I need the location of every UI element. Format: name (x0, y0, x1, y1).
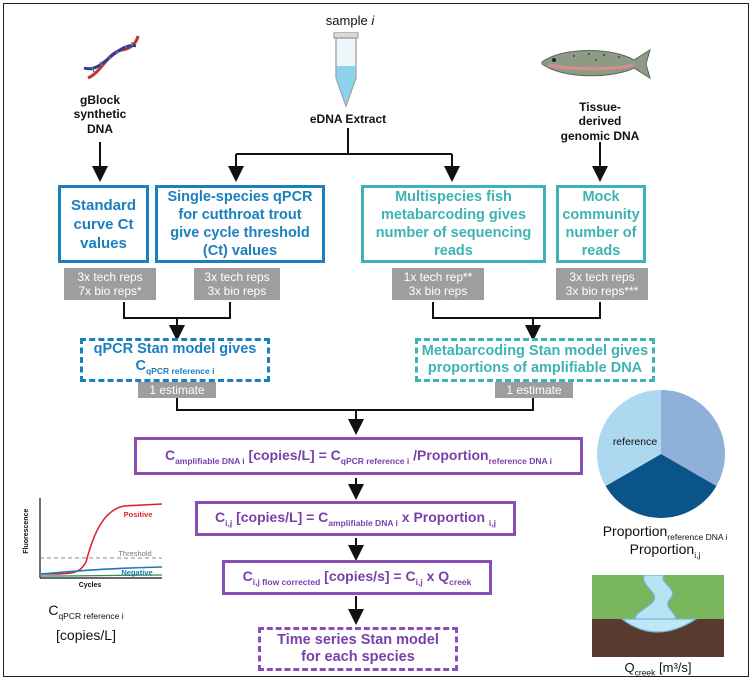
plot-negative-label: Negative (121, 568, 153, 577)
pie-caption-species: Proportioni,j (629, 541, 701, 560)
qpcr-box: Single-species qPCR for cutthroat trout … (155, 185, 325, 263)
tissue-label: Tissue- derived genomic DNA (560, 100, 640, 143)
creek-icon (592, 575, 724, 657)
pie-slice-right (661, 390, 725, 486)
equation-flow-box: Ci,j flow corrected [copies/s] = Ci,j x … (222, 560, 492, 595)
dna-helix-icon (83, 35, 140, 80)
plot-xlabel: Cycles (78, 582, 102, 589)
qpcr-stan-model-box: qPCR Stan model gives CqPCR reference i (80, 338, 270, 382)
edna-split (236, 128, 452, 155)
pie-slice-reference (597, 390, 661, 486)
mock-community-box: Mock community number of reads (556, 185, 646, 263)
reps-metabarcoding: 1x tech rep**3x bio reps (392, 268, 484, 300)
trout-icon (541, 48, 651, 80)
plot-threshold-label: Threshold (118, 549, 152, 558)
qpcr-model-title: qPCR Stan model gives (93, 340, 257, 357)
pie-slice-bottom (605, 454, 717, 518)
merge-right (432, 302, 601, 319)
gblock-label: gBlock synthetic DNA (73, 93, 127, 136)
pie-caption-reference: Proportionreference DNA i (602, 523, 728, 542)
plot-caption-units: [copies/L] (56, 627, 116, 643)
plot-positive-label: Positive (123, 510, 153, 519)
equation-amplifiable-box: Camplifiable DNA i [copies/L] = CqPCR re… (134, 437, 583, 475)
pie-reference-label: reference (612, 436, 658, 448)
qpcr-curve-plot (39, 498, 163, 579)
plot-ylabel: Fluorescence (22, 508, 30, 554)
creek-caption: Qcreek [m³/s] (624, 660, 692, 678)
proportion-pie (597, 390, 725, 518)
estimate-left: 1 estimate (138, 382, 216, 398)
sample-label: sample i (325, 13, 375, 28)
metabarcoding-stan-model-box: Metabarcoding Stan model gives proportio… (415, 338, 655, 382)
figure-frame (3, 3, 749, 677)
merge-models (176, 396, 534, 411)
time-series-model-box: Time series Stan model for each species (258, 627, 458, 671)
equation-species-box: Ci,j [copies/L] = Camplifiable DNA i x P… (195, 501, 516, 536)
estimate-right: 1 estimate (495, 382, 573, 398)
edna-label: eDNA Extract (309, 112, 387, 126)
qpcr-model-output: CqPCR reference i (135, 357, 215, 376)
metabarcoding-box: Multispecies fish metabarcoding gives nu… (361, 185, 546, 263)
plot-caption: CqPCR reference i (48, 602, 124, 621)
tube-icon (333, 32, 359, 108)
standard-curve-box: Standard curve Ct values (58, 185, 149, 263)
